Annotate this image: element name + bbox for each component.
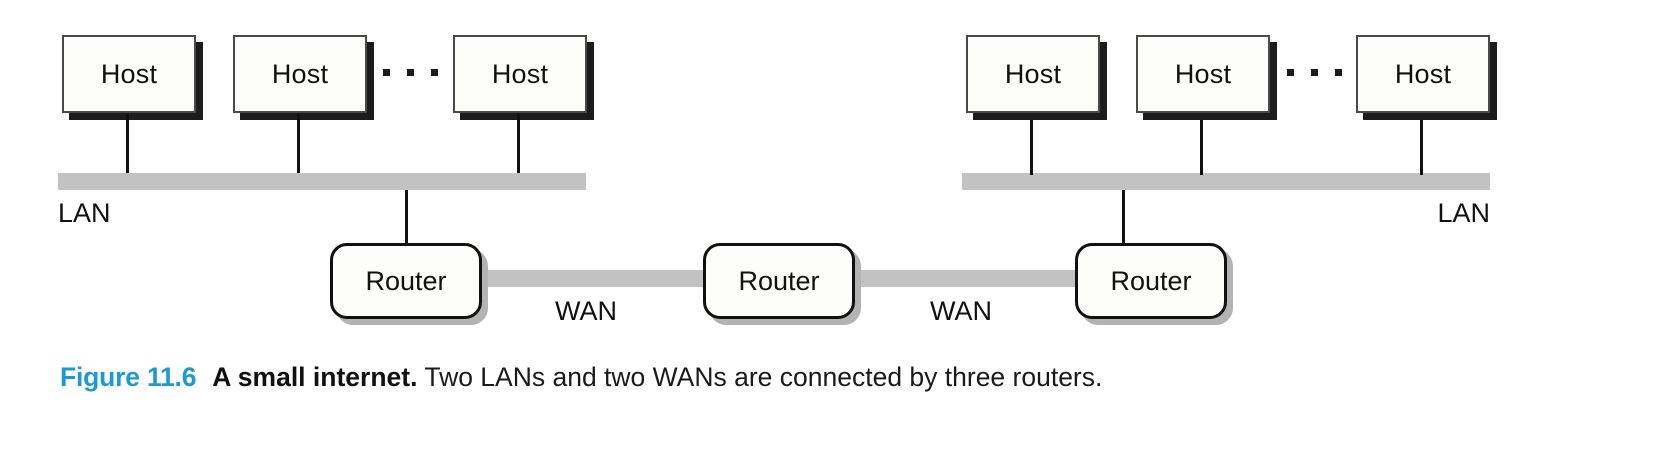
connector-host-right-3	[1420, 113, 1423, 175]
host-label: Host	[1004, 58, 1062, 89]
connector-host-left-1	[126, 113, 129, 175]
router-node-left[interactable]: Router	[330, 243, 488, 325]
host-node-right-3[interactable]: Host	[1356, 35, 1497, 120]
router-label: Router	[738, 265, 820, 296]
host-face: Host	[62, 35, 196, 113]
router-face: Router	[703, 243, 855, 319]
host-face: Host	[453, 35, 587, 113]
lan-bus-right	[962, 173, 1490, 190]
host-face: Host	[233, 35, 367, 113]
ellipsis-dot	[383, 69, 390, 76]
ellipsis-dot	[1311, 69, 1318, 76]
ellipsis-left-lan	[383, 69, 438, 76]
connector-router-left	[405, 190, 408, 245]
host-node-left-3[interactable]: Host	[453, 35, 594, 120]
connector-host-left-3	[517, 113, 520, 175]
router-node-right[interactable]: Router	[1075, 243, 1233, 325]
ellipsis-dot	[1335, 69, 1342, 76]
host-label: Host	[1394, 58, 1452, 89]
host-node-left-2[interactable]: Host	[233, 35, 374, 120]
host-node-right-1[interactable]: Host	[966, 35, 1107, 120]
ellipsis-dot	[1287, 69, 1294, 76]
router-node-middle[interactable]: Router	[703, 243, 861, 325]
host-label: Host	[1174, 58, 1232, 89]
wan-label-1: WAN	[555, 296, 617, 326]
lan-label-right: LAN	[1437, 198, 1490, 228]
connector-host-left-2	[297, 113, 300, 175]
lan-label-left: LAN	[58, 198, 111, 228]
figure-caption: Figure 11.6 A small internet. Two LANs an…	[60, 362, 1620, 394]
caption-description: Two LANs and two WANs are connected by t…	[424, 362, 1103, 392]
wan-link-2	[840, 270, 1100, 287]
wan-label-2: WAN	[930, 296, 992, 326]
host-face: Host	[1136, 35, 1270, 113]
caption-title: A small internet.	[212, 362, 418, 392]
router-label: Router	[365, 265, 447, 296]
caption-figure-number: Figure 11.6	[60, 362, 197, 392]
host-node-left-1[interactable]: Host	[62, 35, 203, 120]
host-label: Host	[491, 58, 549, 89]
ellipsis-right-lan	[1287, 69, 1342, 76]
connector-host-right-1	[1030, 113, 1033, 175]
ellipsis-dot	[431, 69, 438, 76]
wan-link-1	[470, 270, 730, 287]
lan-bus-left	[58, 173, 586, 190]
host-face: Host	[966, 35, 1100, 113]
router-label: Router	[1110, 265, 1192, 296]
host-label: Host	[100, 58, 158, 89]
router-face: Router	[1075, 243, 1227, 319]
connector-router-right	[1122, 190, 1125, 245]
router-face: Router	[330, 243, 482, 319]
host-label: Host	[271, 58, 329, 89]
ellipsis-dot	[407, 69, 414, 76]
connector-host-right-2	[1200, 113, 1203, 175]
host-face: Host	[1356, 35, 1490, 113]
host-node-right-2[interactable]: Host	[1136, 35, 1277, 120]
